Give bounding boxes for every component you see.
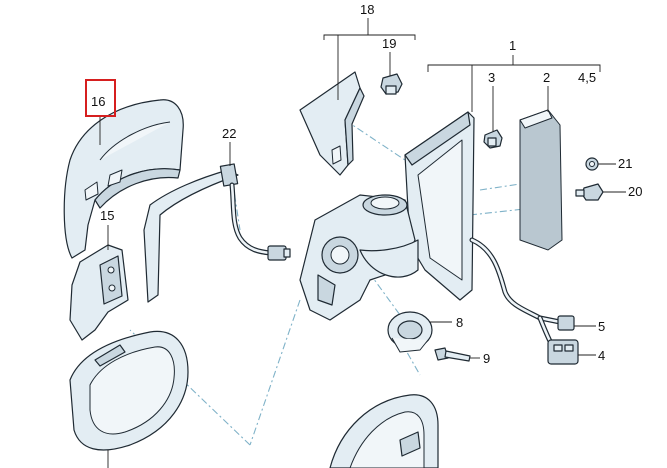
part-16-mirror-cap: [63, 99, 184, 259]
callout-15: 15: [100, 208, 114, 223]
part-15-inner-bracket: [69, 244, 129, 341]
lower-frame-partial: [329, 394, 439, 468]
callout-4-5: 4,5: [578, 70, 596, 85]
callout-3: 3: [488, 70, 495, 85]
callout-4: 4: [598, 348, 605, 363]
part-3-clip: [483, 129, 503, 149]
callout-5: 5: [598, 319, 605, 334]
callout-1: 1: [509, 38, 516, 53]
part-8-drive-unit: [387, 311, 433, 353]
highlight-box-16: [85, 79, 116, 117]
callout-22: 22: [222, 126, 236, 141]
part-1-mirror-frame: [404, 111, 475, 301]
part-9-bolt: [434, 347, 471, 362]
callout-leaders: [99, 18, 626, 468]
part-19-clip: [380, 73, 403, 95]
callout-labels: 16 15 22 18 19 1 3 2 4,5 21 20 8 5 4 9: [91, 2, 642, 366]
part-22-wiring-harness: [143, 163, 291, 303]
callout-21: 21: [618, 156, 632, 171]
callout-9: 9: [483, 351, 490, 366]
part-2-mirror-glass: [519, 109, 563, 251]
lower-mirror-housing: [69, 330, 189, 451]
part-18-upper-cover: [299, 71, 365, 176]
callout-19: 19: [382, 36, 396, 51]
motor-base-assembly: [299, 194, 419, 321]
part-21-screw: [585, 157, 599, 171]
callout-16: 16: [91, 94, 105, 109]
callout-18: 18: [360, 2, 374, 17]
callout-8: 8: [456, 315, 463, 330]
part-4-5-cable-connectors: [469, 237, 579, 365]
callout-20: 20: [628, 184, 642, 199]
part-20-screw: [575, 183, 604, 201]
callout-2: 2: [543, 70, 550, 85]
